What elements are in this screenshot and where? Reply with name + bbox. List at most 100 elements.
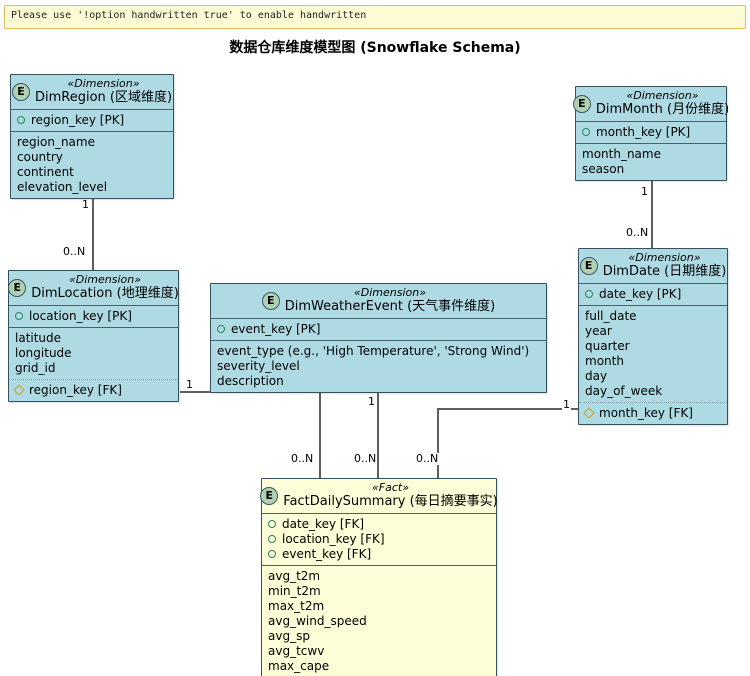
fk-keys-section: date_key [FK] location_key [FK] event_ke… (262, 512, 496, 565)
pk-section: date_key [PK] (579, 282, 727, 305)
entity-header: E «Dimension» DimWeatherEvent (天气事件维度) (211, 284, 546, 318)
entity-badge-icon: E (572, 94, 591, 113)
attr-section: avg_t2m min_t2m max_t2m avg_wind_speed a… (262, 564, 496, 676)
attribute: quarter (585, 338, 630, 353)
attribute: day (585, 368, 608, 383)
multiplicity-many: 0..N (415, 452, 440, 465)
multiplicity-many: 0..N (62, 245, 87, 258)
attribute: description (217, 373, 284, 388)
entity-badge-icon: E (579, 256, 598, 275)
fk-field: region_key [FK] (29, 382, 122, 397)
pk-field: event_key [PK] (231, 321, 321, 336)
entity-name: DimLocation (地理维度) (31, 285, 179, 301)
fk-icon (583, 407, 595, 419)
connector-date-fact-h (437, 408, 578, 410)
entity-stereotype: «Fact» (371, 481, 409, 494)
attribute: max_t2m (268, 598, 325, 613)
attribute: max_cape (268, 658, 330, 673)
attribute: grid_id (15, 360, 56, 375)
attribute: country (17, 149, 63, 164)
attribute: min_t2m (268, 583, 321, 598)
connector-location-fact-v (319, 391, 321, 478)
key-icon (268, 520, 276, 529)
attribute: severity_level (217, 358, 300, 373)
pk-field: date_key [PK] (599, 286, 682, 301)
key-field: location_key [FK] (282, 531, 385, 546)
entity-dim-region: E «Dimension» DimRegion (区域维度) region_ke… (10, 74, 174, 199)
multiplicity-one: 1 (81, 198, 90, 211)
pk-section: location_key [PK] (9, 304, 178, 327)
pk-field: region_key [PK] (31, 112, 125, 127)
entity-stereotype: «Dimension» (68, 273, 142, 286)
entity-header: E «Dimension» DimLocation (地理维度) (8, 271, 179, 305)
fk-section: month_key [FK] (579, 401, 727, 424)
fk-field: month_key [FK] (599, 405, 693, 420)
attribute: full_date (585, 308, 637, 323)
entity-header: E «Dimension» DimMonth (月份维度) (572, 87, 730, 121)
multiplicity-many: 0..N (353, 452, 378, 465)
fk-section: region_key [FK] (9, 378, 178, 401)
attr-section: event_type (e.g., 'High Temperature', 'S… (211, 339, 546, 392)
entity-badge-icon: E (11, 82, 30, 101)
attribute: month_name (582, 146, 661, 161)
multiplicity-many: 0..N (625, 226, 650, 239)
connector-region-location (92, 193, 94, 271)
pk-icon (585, 290, 593, 299)
attribute: avg_sp (268, 628, 310, 643)
connector-event-fact (377, 388, 379, 478)
diagram-title: 数据仓库维度模型图 (Snowflake Schema) (229, 40, 521, 56)
multiplicity-one: 1 (562, 398, 571, 411)
entity-fact-daily-summary: E «Fact» FactDailySummary (每日摘要事实) date_… (260, 478, 498, 676)
pk-icon (15, 312, 23, 321)
attribute: avg_tcwv (268, 643, 325, 658)
attr-section: region_name country continent elevation_… (11, 130, 173, 198)
attribute: elevation_level (17, 179, 108, 194)
entity-name: DimRegion (区域维度) (34, 89, 173, 105)
pk-icon (17, 116, 25, 125)
entity-dim-weather-event: E «Dimension» DimWeatherEvent (天气事件维度) e… (210, 283, 547, 393)
entity-name: DimDate (日期维度) (602, 263, 727, 279)
pk-section: event_key [PK] (211, 317, 546, 340)
plantuml-note: Please use '!option handwritten true' to… (4, 5, 746, 29)
entity-name: DimWeatherEvent (天气事件维度) (284, 298, 496, 314)
attr-section: month_name season (576, 142, 726, 180)
pk-field: location_key [PK] (29, 308, 132, 323)
entity-header: E «Dimension» DimRegion (区域维度) (11, 75, 173, 109)
pk-field: month_key [PK] (596, 124, 691, 139)
pk-section: region_key [PK] (11, 108, 173, 131)
entity-stereotype: «Dimension» (626, 89, 699, 102)
entity-dim-location: E «Dimension» DimLocation (地理维度) locatio… (8, 270, 179, 402)
attribute: event_type (e.g., 'High Temperature', 'S… (217, 343, 530, 358)
attribute: avg_t2m (268, 568, 321, 583)
key-icon (268, 550, 276, 559)
entity-name: DimMonth (月份维度) (595, 101, 730, 117)
attribute: season (582, 161, 625, 176)
attribute: day_of_week (585, 383, 663, 398)
attribute: region_name (17, 134, 95, 149)
attr-section: full_date year quarter month day day_of_… (579, 304, 727, 402)
entity-badge-icon: E (261, 291, 280, 310)
pk-icon (582, 128, 590, 137)
attr-section: latitude longitude grid_id (9, 326, 178, 379)
key-field: date_key [FK] (282, 516, 365, 531)
attribute: latitude (15, 330, 62, 345)
attribute: continent (17, 164, 74, 179)
connector-month-date (651, 177, 653, 248)
entity-dim-date: E «Dimension» DimDate (日期维度) date_key [P… (578, 248, 728, 425)
entity-badge-icon: E (8, 278, 27, 297)
entity-header: E «Dimension» DimDate (日期维度) (579, 249, 727, 283)
entity-stereotype: «Dimension» (67, 77, 140, 90)
entity-dim-month: E «Dimension» DimMonth (月份维度) month_key … (572, 86, 730, 181)
entity-header: E «Fact» FactDailySummary (每日摘要事实) (260, 479, 498, 513)
pk-icon (217, 325, 225, 334)
fk-icon (13, 384, 25, 396)
multiplicity-one: 1 (185, 378, 194, 391)
attribute: month (585, 353, 624, 368)
multiplicity-one: 1 (367, 395, 376, 408)
multiplicity-many: 0..N (290, 452, 315, 465)
attribute: longitude (15, 345, 72, 360)
multiplicity-one: 1 (640, 185, 649, 198)
connector-date-fact-v (437, 408, 439, 478)
key-field: event_key [FK] (282, 546, 372, 561)
